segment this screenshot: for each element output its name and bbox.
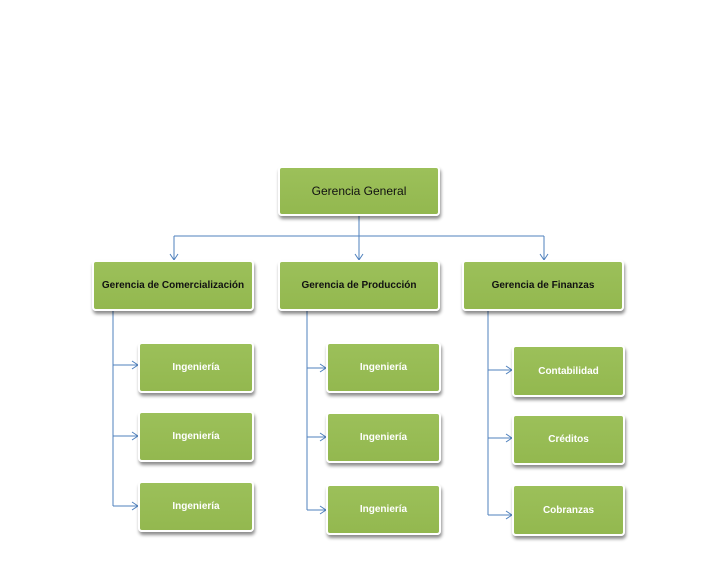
node-label: Ingeniería <box>172 431 220 442</box>
node-label: Gerencia de Comercialización <box>101 280 245 291</box>
node-label: Ingeniería <box>359 362 408 373</box>
node-unit: Ingeniería <box>326 342 441 393</box>
node-gerencia-general: Gerencia General <box>278 166 440 216</box>
node-label: Cobranzas <box>542 504 595 516</box>
node-label: Gerencia de Producción <box>301 280 417 291</box>
node-unit: Cobranzas <box>512 484 625 536</box>
node-gerencia-comercializacion: Gerencia de Comercialización <box>92 260 254 311</box>
node-unit: Ingeniería <box>138 481 254 532</box>
node-label: Ingeniería <box>359 504 408 515</box>
node-gerencia-finanzas: Gerencia de Finanzas <box>462 260 624 311</box>
node-gerencia-produccion: Gerencia de Producción <box>278 260 440 311</box>
node-unit: Créditos <box>512 414 625 465</box>
node-unit: Ingeniería <box>138 342 254 393</box>
node-label: Gerencia General <box>311 184 407 198</box>
node-label: Ingeniería <box>172 362 220 373</box>
node-label: Contabilidad <box>538 365 599 377</box>
node-unit: Ingeniería <box>326 484 441 535</box>
node-unit: Ingeniería <box>326 412 441 463</box>
node-label: Gerencia de Finanzas <box>491 280 595 291</box>
node-label: Ingeniería <box>359 432 408 443</box>
node-label: Ingeniería <box>172 501 220 512</box>
node-unit: Contabilidad <box>512 345 625 397</box>
node-label: Créditos <box>548 434 589 445</box>
node-unit: Ingeniería <box>138 411 254 462</box>
